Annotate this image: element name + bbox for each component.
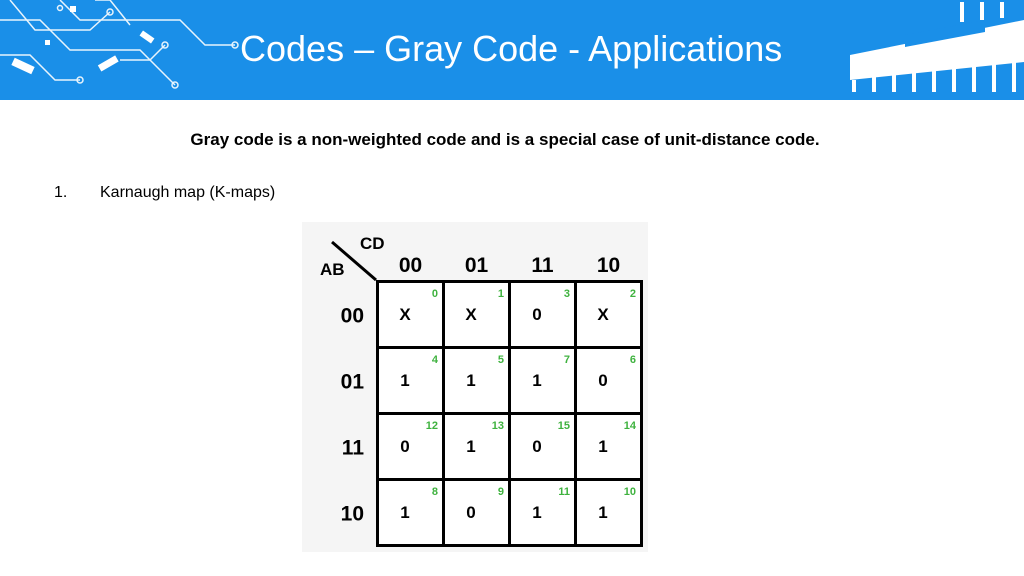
kmap-cell: [511, 283, 574, 346]
kmap-row-header-00: 00: [341, 305, 364, 328]
kmap-cell-value: 1: [598, 437, 607, 456]
kmap-cell-value: X: [399, 305, 411, 324]
kmap-cell-index: 14: [624, 420, 637, 432]
kmap-cell: [379, 283, 442, 346]
header-banner: Codes – Gray Code - Applications: [0, 0, 1024, 100]
kmap-cell: [379, 415, 442, 478]
kmap-cell: [577, 481, 640, 544]
kmap-cell: [577, 283, 640, 346]
kmap-cell-index: 1: [498, 288, 504, 300]
kmap-col-header-11: 11: [531, 254, 554, 277]
kmap-cell: [445, 481, 508, 544]
kmap-cell-value: 1: [466, 437, 475, 456]
kmap-cell: [577, 349, 640, 412]
kmap-cell-index: 7: [564, 354, 570, 366]
kmap-cell-value: 0: [466, 503, 475, 522]
kmap-row-variable-label: AB: [320, 260, 345, 279]
kmap-cell-index: 11: [558, 486, 570, 498]
kmap-cell-value: 0: [532, 437, 541, 456]
kmap-cell: [445, 283, 508, 346]
kmap-cell-index: 0: [432, 288, 438, 300]
kmap-cell-value: X: [465, 305, 477, 324]
kmap-cell-index: 4: [432, 354, 439, 366]
kmap-diagonal-line: [331, 240, 377, 282]
kmap-col-header-00: 00: [399, 254, 422, 277]
kmap-cell: [511, 349, 574, 412]
kmap-row-header-01: 01: [341, 371, 365, 394]
kmap-cell-value: 1: [598, 503, 607, 522]
kmap-cell: [511, 481, 574, 544]
kmap-cell-index: 12: [426, 420, 438, 432]
kmap-cell-value: 1: [532, 503, 541, 522]
kmap-cell: [379, 349, 442, 412]
kmap-cell-index: 6: [630, 354, 636, 366]
kmap-cell-value: 1: [400, 503, 409, 522]
kmap-cell-index: 3: [564, 288, 570, 300]
kmap-cell-value: 0: [532, 305, 541, 324]
kmap-cell-value: 1: [466, 371, 475, 390]
kmap-cell-value: 1: [400, 371, 409, 390]
kmap-cell-value: 0: [400, 437, 409, 456]
kmap-cell: [511, 415, 574, 478]
kmap-cell-index: 9: [498, 486, 504, 498]
kmap-cell-index: 13: [492, 420, 504, 432]
kmap-cell-index: 5: [498, 354, 504, 366]
kmap-cell-value: 0: [598, 371, 607, 390]
kmap-cell-index: 10: [624, 486, 636, 498]
kmap-cell: [445, 415, 508, 478]
kmap-cell-value: X: [597, 305, 609, 324]
kmap-col-header-10: 10: [597, 254, 620, 277]
kmap-cell-value: 1: [532, 371, 541, 390]
subtitle-text: Gray code is a non-weighted code and is …: [190, 130, 820, 149]
kmap-cell-index: 8: [432, 486, 438, 498]
kmap-col-variable-label: CD: [360, 234, 385, 253]
kmap-cell: [379, 481, 442, 544]
kmap-col-header-01: 01: [465, 254, 489, 277]
kmap-cell-index: 2: [630, 288, 636, 300]
kmap-cell: [445, 349, 508, 412]
kmap-row-header-10: 10: [341, 503, 364, 526]
page-title: Codes – Gray Code - Applications: [240, 28, 783, 69]
list-item-number: 1.: [54, 184, 68, 201]
kmap-row-header-11: 11: [342, 437, 365, 460]
kmap-cell-index: 15: [558, 420, 570, 432]
kmap-cell: [577, 415, 640, 478]
list-item-text: Karnaugh map (K-maps): [100, 184, 276, 201]
circuit-decoration-icon: [0, 0, 1024, 92]
